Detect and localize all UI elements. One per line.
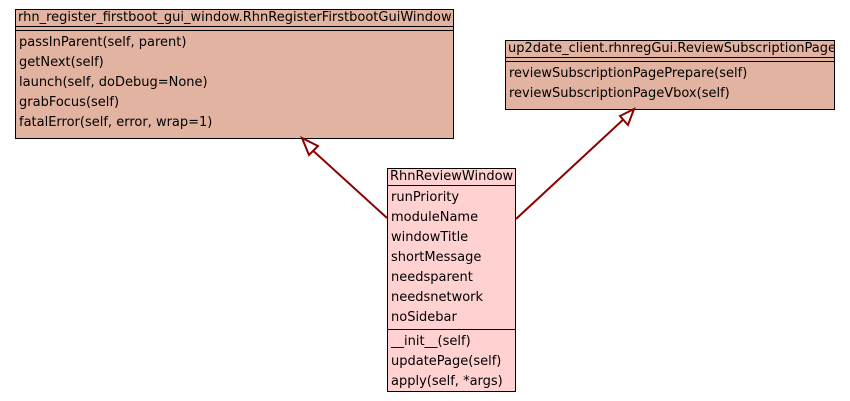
- class-title: RhnReviewWindow: [388, 169, 515, 186]
- class-method: passInParent(self, parent): [19, 35, 187, 50]
- class-attribute: shortMessage: [391, 250, 482, 265]
- class-attribute: moduleName: [391, 210, 479, 225]
- class-attribute: noSidebar: [391, 310, 457, 325]
- class-title: rhn_register_firstboot_gui_window.RhnReg…: [16, 10, 453, 27]
- class-method: reviewSubscriptionPagePrepare(self): [509, 66, 748, 81]
- class-method: updatePage(self): [391, 354, 502, 369]
- edge-review-window-to-base-gui: [300, 135, 388, 219]
- class-attributes-section: runPriority moduleName windowTitle short…: [388, 186, 515, 330]
- class-method: launch(self, doDebug=None): [19, 75, 208, 90]
- class-method: fatalError(self, error, wrap=1): [19, 115, 213, 130]
- class-method: __init__(self): [391, 334, 471, 349]
- class-attributes-section: [16, 27, 453, 31]
- inheritance-arrowhead-icon: [618, 106, 636, 127]
- class-method: grabFocus(self): [19, 95, 120, 110]
- class-methods-section: reviewSubscriptionPagePrepare(self) revi…: [506, 62, 834, 105]
- class-attribute: needsnetwork: [391, 290, 484, 305]
- class-attribute: needsparent: [391, 270, 473, 285]
- edge-review-window-to-review-sub: [515, 106, 636, 220]
- class-attributes-section: [506, 58, 834, 62]
- class-rhn-review-window: RhnReviewWindow runPriority moduleName w…: [387, 168, 516, 392]
- class-method: getNext(self): [19, 55, 104, 70]
- class-attribute: runPriority: [391, 190, 460, 205]
- class-review-subscription-page: up2date_client.rhnregGui.ReviewSubscript…: [505, 40, 835, 110]
- class-method: apply(self, *args): [391, 374, 503, 389]
- class-methods-section: passInParent(self, parent) getNext(self)…: [16, 31, 453, 134]
- class-rhn-register-firstboot-gui-window: rhn_register_firstboot_gui_window.RhnReg…: [15, 9, 454, 139]
- class-method: reviewSubscriptionPageVbox(self): [509, 86, 730, 101]
- class-title: up2date_client.rhnregGui.ReviewSubscript…: [506, 41, 834, 58]
- class-attribute: windowTitle: [391, 230, 469, 245]
- class-methods-section: __init__(self) updatePage(self) apply(se…: [388, 330, 515, 393]
- inheritance-arrowhead-icon: [300, 135, 320, 157]
